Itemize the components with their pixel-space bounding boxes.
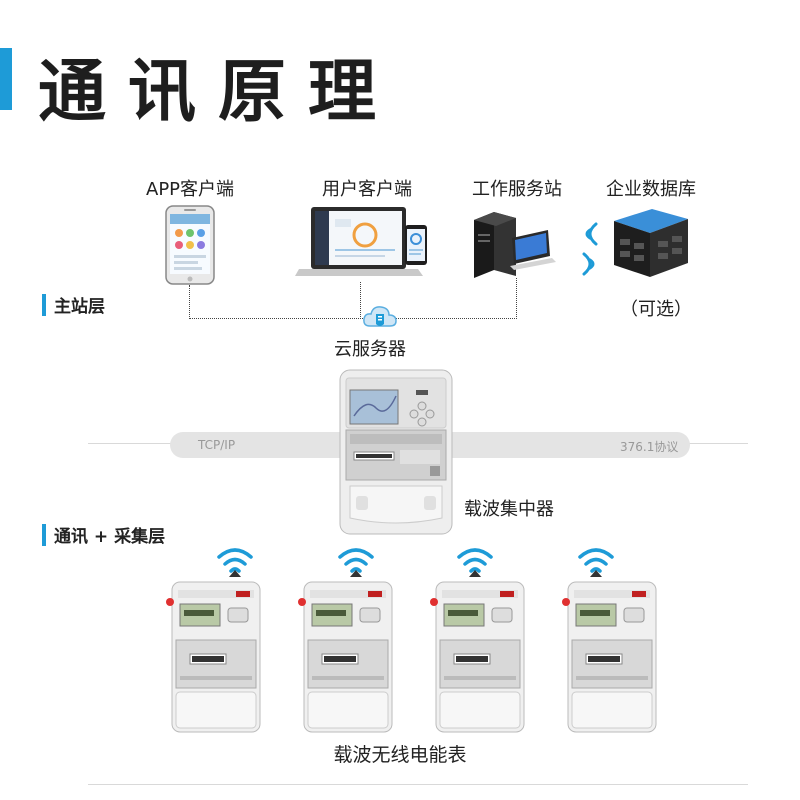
meter-1: [166, 581, 261, 733]
meter-4: [562, 581, 657, 733]
wifi-icon-1: [217, 548, 253, 577]
smartphone-icon: [165, 205, 215, 285]
section-accent-bar: [42, 293, 46, 316]
meter-3: [430, 581, 525, 733]
wifi-icon-4: [578, 548, 614, 577]
app-client-label: APP客户端: [146, 179, 235, 200]
optional-note: （可选）: [620, 299, 692, 320]
meter-label: 载波无线电能表: [333, 744, 467, 766]
concentrator-device: [339, 369, 453, 535]
concentrator-label: 载波集中器: [464, 499, 554, 520]
page-title: 通讯原理: [38, 53, 399, 132]
workstation-label: 工作服务站: [472, 179, 562, 200]
section-label-master: 主站层: [42, 292, 105, 317]
user-client-label: 用户客户端: [322, 179, 412, 200]
wifi-icon-3: [457, 548, 493, 577]
section-label-master-text: 主站层: [54, 297, 105, 317]
meter-2: [298, 581, 393, 733]
section-label-collection-text: 通讯 + 采集层: [54, 527, 166, 547]
connector-left-horizontal: [189, 318, 369, 319]
connector-app: [189, 285, 190, 319]
bottom-baseline: [88, 784, 748, 785]
connector-workstation: [516, 278, 517, 319]
section-label-collection: 通讯 + 采集层: [42, 522, 165, 547]
tcp-ip-text: TCP/IP: [198, 438, 236, 452]
laptop-tablet-icon: [295, 207, 427, 276]
server-workstation-icon: [474, 212, 556, 278]
cloud-server-label: 云服务器: [334, 339, 406, 360]
connector-right-horizontal: [395, 318, 517, 319]
wireless-signal-icon: [582, 222, 598, 276]
section-accent-bar: [42, 523, 46, 546]
connector-user-client: [360, 282, 361, 319]
wifi-icon-2: [338, 548, 374, 577]
cloud-server-icon: [363, 306, 397, 327]
database-label: 企业数据库: [606, 179, 696, 200]
database-icon: [614, 209, 688, 277]
protocol-text: 376.1协议: [620, 440, 679, 454]
title-accent-bar: [0, 48, 12, 110]
